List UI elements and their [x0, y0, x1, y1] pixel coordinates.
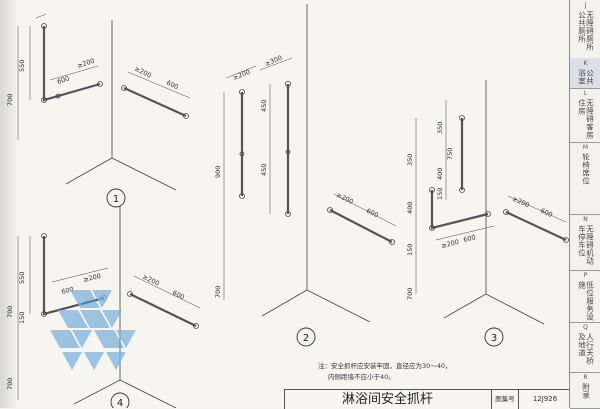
sidebar-section-letter: N [583, 216, 588, 223]
diagram-2 [223, 4, 397, 323]
note-line-2: 内侧距墙不应小于40。 [328, 373, 395, 381]
dim-label: 350 [406, 154, 414, 166]
atlas-number-label: 图集号 [491, 390, 518, 409]
diagram-3 [415, 80, 569, 325]
sidebar-section-l[interactable]: L 无障碍客房住房 [570, 88, 600, 143]
dim-label: 400 [436, 168, 444, 180]
diagram-4-marker [110, 392, 130, 408]
dim-label: 150 [406, 244, 414, 256]
sidebar-section-label: 无障碍机动车停车位 [577, 225, 595, 265]
sidebar-section-letter: L [583, 90, 588, 97]
dim-label: 700 [214, 286, 222, 298]
dim-label: ≥200 [441, 238, 460, 250]
dim-label: 900 [214, 166, 222, 178]
sidebar-section-letter: P [583, 272, 588, 279]
dim-label: 550 [18, 272, 26, 284]
sidebar-section-label: 人行天桥及地道 [577, 333, 595, 365]
diagram-1-marker [106, 188, 126, 208]
dim-label: 550 [18, 60, 26, 72]
sidebar-section-label: 轮椅席位 [581, 153, 591, 185]
sidebar-section-m[interactable]: M 轮椅席位 [570, 142, 600, 215]
dim-label: 450 [260, 164, 268, 176]
dim-label: 700 [6, 306, 14, 318]
dim-label: 700 [406, 288, 414, 300]
installation-note: 注：安全抓杆应安装牢固，直径应为30～40， 内侧距墙不应小于40。 [318, 361, 568, 383]
sidebar-section-letter: R [583, 374, 588, 381]
dim-label: ≥200 [76, 57, 95, 70]
sidebar-section-label: 低位服务设施 [577, 281, 595, 321]
sidebar-section-label: 公共浴室 [577, 69, 595, 85]
diagram-3-marker [484, 327, 504, 347]
dim-label: 600 [165, 79, 180, 92]
note-line-1: 注：安全抓杆应安装牢固，直径应为30～40， [318, 362, 452, 370]
sidebar-section-p[interactable]: P 低位服务设施 [570, 270, 600, 323]
dim-label: 600 [463, 233, 477, 244]
dim-label: 150 [18, 312, 26, 324]
diagram-3-number: 3 [491, 333, 497, 344]
sidebar-section-letter: J [584, 2, 587, 9]
sidebar-section-n[interactable]: N 无障碍机动车停车位 [570, 214, 600, 271]
dim-label: 600 [171, 289, 186, 302]
sidebar-section-letter: M [582, 144, 589, 151]
binding-gutter [0, 0, 16, 408]
dim-label: 150 [436, 188, 444, 200]
dim-label: 750 [446, 148, 454, 160]
title-block: 淋浴间安全抓杆 图集号 12J926 [284, 389, 570, 409]
watermark-logo [50, 290, 136, 370]
sidebar-section-label: 无障碍客房住房 [577, 99, 595, 139]
sidebar-section-letter: Q [583, 324, 588, 331]
dim-label: 600 [61, 285, 75, 296]
diagram-1 [17, 13, 191, 191]
diagram-1-number: 1 [113, 194, 119, 205]
sidebar-section-label: 附录 [581, 383, 591, 399]
dim-label: 350 [436, 122, 444, 134]
atlas-number: 12J926 [518, 390, 571, 409]
sidebar-section-r[interactable]: R 附录 [570, 372, 600, 409]
dim-label: ≥300 [264, 54, 284, 68]
sidebar-section-label: 无障碍厕所公共厕所 [577, 11, 595, 51]
dim-label: 600 [56, 74, 70, 85]
diagram-4-number: 4 [117, 398, 123, 408]
sidebar-section-letter: K [583, 60, 588, 67]
dim-label: ≥200 [335, 191, 355, 206]
diagram-2-number: 2 [303, 333, 309, 344]
dim-label: 450 [260, 100, 268, 112]
dim-label: ≥200 [511, 195, 531, 210]
dim-label: ≥200 [232, 68, 252, 82]
dim-label: 600 [365, 207, 380, 220]
dim-label: 400 [406, 202, 414, 214]
dim-label: 700 [6, 378, 14, 390]
sidebar-section-q[interactable]: Q 人行天桥及地道 [570, 322, 600, 373]
sidebar-section-k[interactable]: K 公共浴室 [570, 58, 600, 89]
diagram-2-marker [296, 327, 316, 347]
dim-label: 700 [6, 94, 14, 106]
dim-label: ≥200 [133, 65, 153, 80]
sidebar-section-j[interactable]: J 无障碍厕所公共厕所 [570, 0, 600, 59]
page-title: 淋浴间安全抓杆 [341, 392, 433, 407]
dim-label: 600 [539, 207, 554, 220]
